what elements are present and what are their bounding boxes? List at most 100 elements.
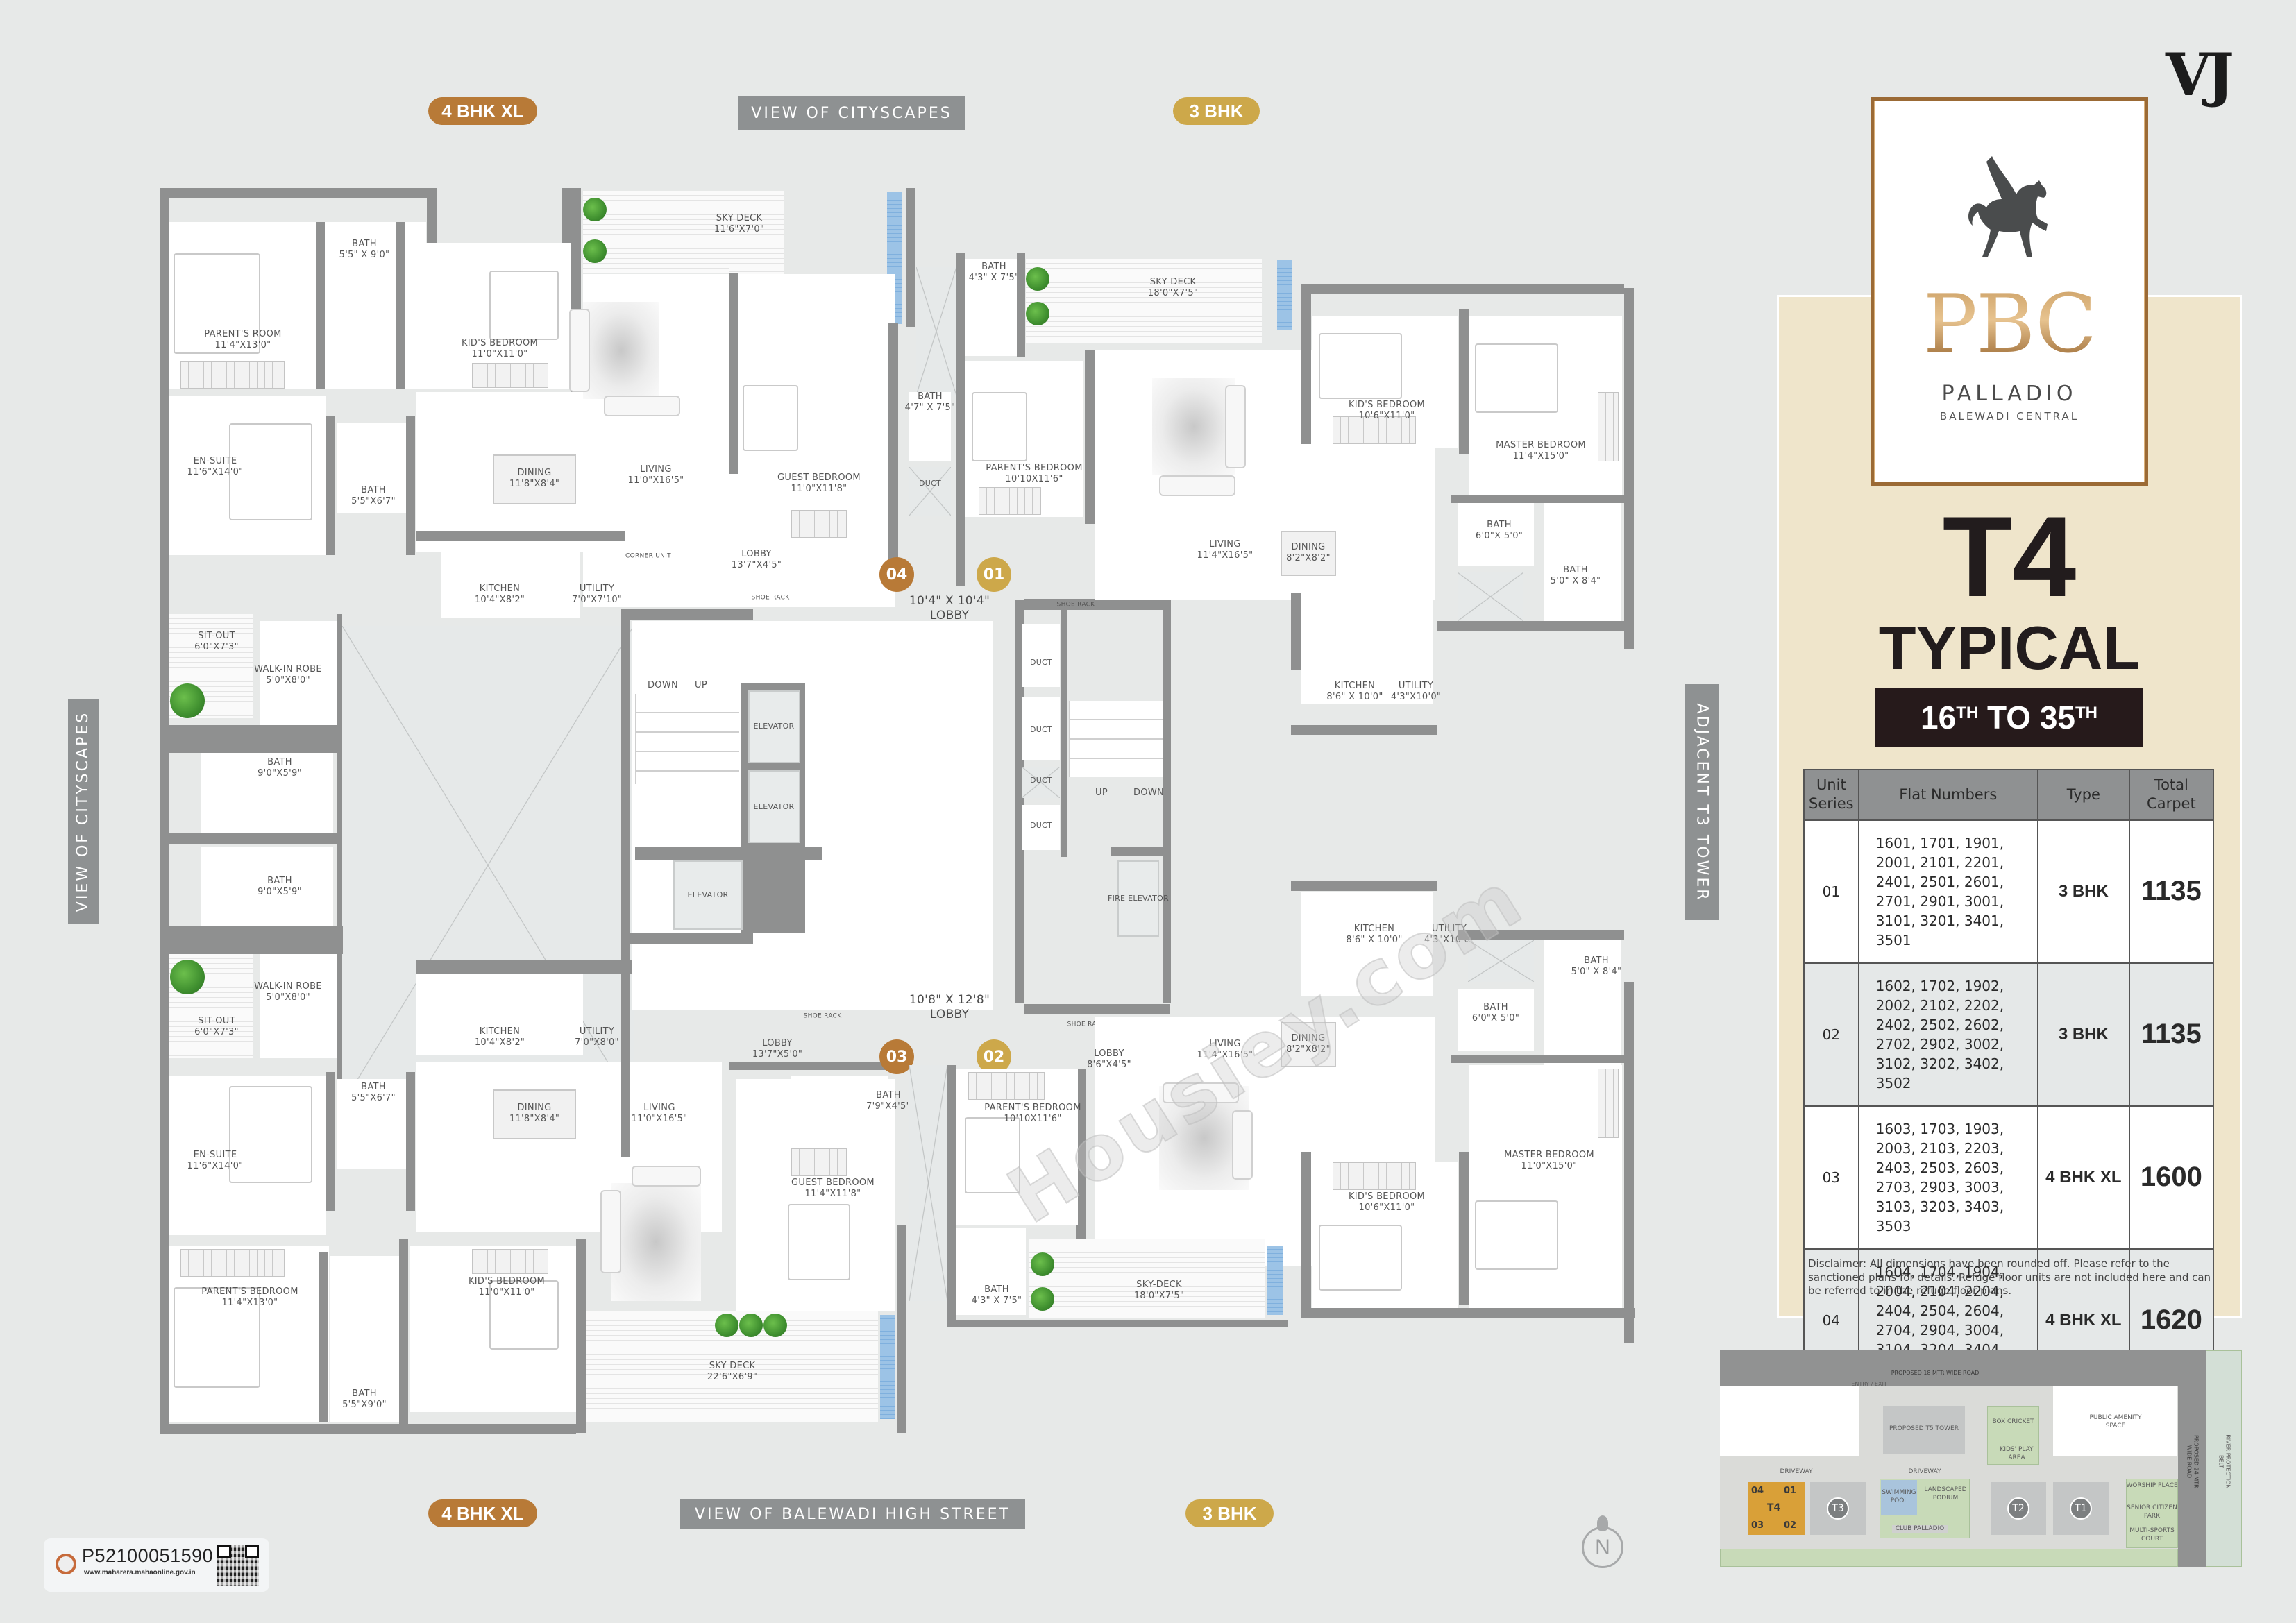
wall (1085, 350, 1095, 524)
kp-swimming-pool-label: SWIMMING POOL (1882, 1489, 1916, 1504)
unit-marker-01[interactable]: 01 (977, 557, 1011, 592)
bed-icon (229, 1086, 312, 1183)
room-walk-in-robe-03 (260, 954, 337, 1058)
wall (396, 222, 405, 389)
wall (1451, 495, 1624, 503)
bed-icon (788, 1204, 850, 1280)
plant-icon (170, 960, 205, 994)
cell-type: 3 BHK (2036, 819, 2130, 964)
label-shoe-rack-01: SHOE RACK (1056, 601, 1095, 609)
kp-t4-label: T4 (1767, 1502, 1781, 1513)
kp-senior-park-label: SENIOR CITIZEN PARK (2127, 1504, 2177, 1520)
sofa-icon (600, 1190, 621, 1273)
badge-unit04-type: 4 BHK XL (428, 97, 537, 125)
plant-icon (739, 1314, 763, 1337)
wall (1291, 881, 1437, 891)
room-bath-03b (337, 1079, 406, 1169)
kp-box-cricket-label: BOX CRICKET (1992, 1418, 2034, 1425)
project-name: PALLADIO (1941, 382, 2077, 406)
wardrobe-icon (979, 487, 1041, 515)
kp-t5-tower (1883, 1406, 1965, 1454)
duct-1 (1022, 624, 1060, 687)
wardrobe-icon (1598, 1069, 1619, 1138)
rera-url[interactable]: www.maharera.mahaonline.gov.in (84, 1569, 196, 1577)
unit-marker-04[interactable]: 04 (879, 557, 914, 592)
label-fire-elevator: FIRE ELEVATOR (1107, 894, 1170, 903)
wall (169, 833, 343, 844)
core-lobby (632, 621, 993, 1010)
room-bath-01d (1544, 503, 1621, 621)
unit-marker-02[interactable]: 02 (977, 1039, 1011, 1074)
table-row: 02 1602, 1702, 1902, 2002, 2102, 2202, 2… (1803, 962, 2215, 1107)
cell-type: 3 BHK (2036, 962, 2130, 1107)
table-row: 03 1603, 1703, 1903, 2003, 2103, 2203, 2… (1803, 1105, 2215, 1250)
view-label-left: VIEW OF CITYSCAPES (68, 699, 99, 924)
sofa-icon (604, 396, 680, 416)
shaft (916, 267, 956, 396)
dining-table-icon (1281, 531, 1336, 576)
kp-driveway-1: DRIVEWAY (1780, 1468, 1813, 1475)
wardrobe-icon (180, 1249, 285, 1277)
unit-marker-03[interactable]: 03 (879, 1039, 914, 1074)
shaft (1468, 940, 1534, 982)
sky-deck-02 (1029, 1239, 1265, 1318)
kp-amenities-strip (2126, 1479, 2178, 1548)
kp-box-cricket (1987, 1406, 2039, 1465)
kp-t4-unit-01: 01 (1784, 1486, 1797, 1496)
cell-carpet: 1600 (2128, 1105, 2215, 1250)
header-unit-series: Unit Series (1803, 769, 1859, 821)
label-elevator-3: ELEVATOR (687, 890, 729, 900)
qr-code-icon[interactable] (217, 1545, 259, 1586)
cell-series: 01 (1803, 819, 1859, 964)
kp-entry-exit[interactable]: ENTRY / EXIT (1851, 1381, 1887, 1387)
pegasus-icon (1968, 156, 2048, 257)
kp-t4-tower[interactable]: 04 01 03 02 T4 (1748, 1482, 1805, 1535)
kp-road-right-label: PROPOSED 24 MTR WIDE ROAD (2186, 1435, 2200, 1488)
room-bath-04b (337, 423, 406, 513)
wall (621, 609, 630, 1157)
cell-flats: 1603, 1703, 1903, 2003, 2103, 2203, 2403… (1857, 1105, 2038, 1250)
kp-public-amenity (2053, 1386, 2177, 1456)
wall (416, 960, 639, 974)
room-kitchen-04 (441, 541, 580, 618)
duct-4 (1022, 805, 1060, 850)
wall (337, 614, 342, 1114)
sofa-icon (1225, 385, 1246, 468)
wall (326, 1072, 335, 1211)
room-bath-02b (1458, 989, 1534, 1051)
floor-from-suffix: TH (1956, 704, 1979, 722)
bed-icon (174, 1287, 260, 1388)
kp-landscaped-podium-label: LANDSCAPED PODIUM (1924, 1486, 1967, 1502)
kp-t3-label: T3 (1827, 1497, 1849, 1520)
label-corner-unit: CORNER UNIT (625, 552, 671, 560)
wall (628, 933, 753, 944)
kp-swimming-pool (1881, 1480, 1917, 1515)
wall (1111, 847, 1170, 856)
fire-elevator (1117, 860, 1159, 937)
rug (583, 302, 659, 399)
cell-series: 03 (1803, 1105, 1859, 1250)
cell-carpet: 1135 (2128, 962, 2215, 1107)
wall (1301, 284, 1624, 294)
developer-logo: VJ (2166, 40, 2234, 109)
wall (947, 1320, 1288, 1327)
wardrobe-icon (180, 361, 285, 389)
